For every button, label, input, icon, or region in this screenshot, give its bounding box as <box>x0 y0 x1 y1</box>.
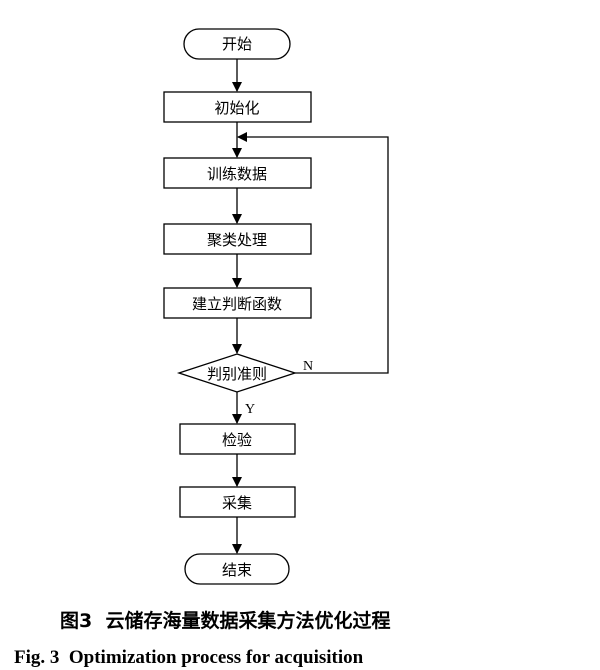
decision-node-label: 判别准则 <box>207 365 267 383</box>
edge-label-yes: Y <box>245 402 255 417</box>
init-node: 初始化 <box>163 91 312 123</box>
build-function-node: 建立判断函数 <box>163 287 312 319</box>
end-node-label: 结束 <box>222 561 252 579</box>
collect-node: 采集 <box>179 486 296 518</box>
start-node-label: 开始 <box>222 35 252 53</box>
init-node-label: 初始化 <box>214 99 259 117</box>
edge-label-no: N <box>303 359 313 374</box>
start-node: 开始 <box>183 28 291 60</box>
train-data-node: 训练数据 <box>163 157 312 189</box>
caption-chinese: 图3 云储存海量数据采集方法优化过程 <box>60 609 390 632</box>
build-function-node-label: 建立判断函数 <box>192 295 282 313</box>
end-node: 结束 <box>184 553 290 585</box>
cluster-node-label: 聚类处理 <box>207 231 267 249</box>
verify-node: 检验 <box>179 423 296 455</box>
caption-english: Fig. 3 Optimization process for acquisit… <box>14 647 364 668</box>
collect-node-label: 采集 <box>222 494 252 512</box>
train-data-node-label: 训练数据 <box>207 165 267 183</box>
verify-node-label: 检验 <box>222 431 252 449</box>
cluster-node: 聚类处理 <box>163 223 312 255</box>
decision-node: 判别准则 <box>176 353 298 393</box>
arrow-decision-no-loop <box>237 132 389 374</box>
